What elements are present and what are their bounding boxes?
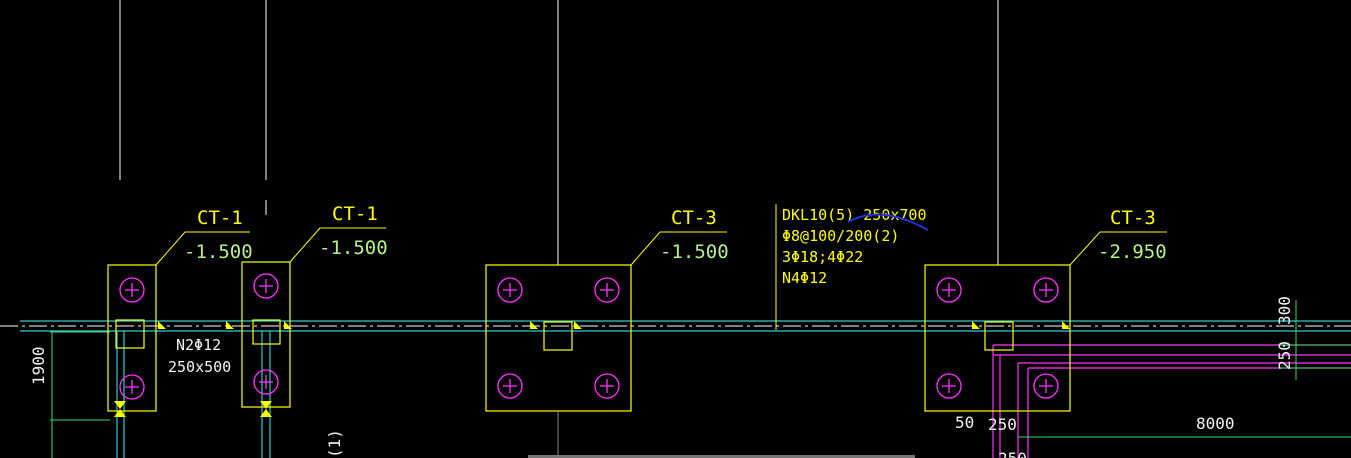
pile [594, 373, 620, 399]
pile [119, 374, 145, 400]
tie-beam-label: N2Φ12 250x500 [168, 336, 231, 376]
dim-right-250: 250 [1275, 341, 1294, 370]
column [252, 319, 281, 345]
cap-elevation: -1.500 [184, 241, 253, 263]
wall-lines [992, 344, 1351, 458]
pile [936, 277, 962, 303]
dim-bottom-250: 250 [988, 415, 1017, 434]
beam-label-line4: N4Φ12 [782, 269, 827, 287]
grid-lines [119, 0, 999, 458]
cap-name: CT-1 [332, 203, 378, 225]
column [984, 321, 1014, 351]
pile [497, 277, 523, 303]
cap-label-ct3a: CT-3 -1.500 [660, 207, 729, 263]
beam-label-line1: DKL10(5) 250x700 [782, 206, 927, 224]
pile [936, 373, 962, 399]
pile-cap-ct3a[interactable] [485, 264, 632, 412]
beam-label-line3: 3Φ18;4Φ22 [782, 248, 863, 266]
cap-elevation: -2.950 [1098, 241, 1167, 263]
dim-bottom-50: 50 [955, 413, 974, 432]
pile [119, 277, 145, 303]
dim-right-300: 300 [1275, 296, 1294, 325]
pile-cap-ct3b[interactable] [924, 264, 1071, 412]
cap-label-ct1a: CT-1 -1.500 [184, 207, 253, 263]
pile-caps [107, 261, 1071, 412]
dim-rotated-partial: (1) [325, 429, 344, 458]
dim-right-8000: 8000 [1196, 414, 1235, 433]
tie-beam-label-line2: 250x500 [168, 358, 231, 376]
beam-end-markers [114, 321, 1070, 417]
pile [497, 373, 523, 399]
cap-name: CT-3 [671, 207, 717, 229]
horizontal-scrollbar[interactable] [528, 455, 915, 458]
cap-name: CT-1 [197, 207, 243, 229]
piles [119, 273, 1059, 400]
pile-cap-ct1a[interactable] [107, 264, 157, 412]
dim-bottom-partial: 250 [998, 449, 1027, 458]
label-leaders [155, 204, 1167, 330]
cap-elevation: -1.500 [319, 237, 388, 259]
beam-label: DKL10(5) 250x700 Φ8@100/200(2) 3Φ18;4Φ22… [782, 206, 927, 287]
cap-label-ct1b: CT-1 -1.500 [319, 203, 388, 259]
column [115, 319, 145, 349]
cap-name: CT-3 [1110, 207, 1156, 229]
dimension-lines [50, 300, 1351, 458]
pile [253, 369, 279, 395]
pile [1033, 277, 1059, 303]
dimension-texts: 1900 50 250 8000 250 300 250 (1) [29, 296, 1294, 458]
pile [253, 273, 279, 299]
column [543, 321, 573, 351]
cap-elevation: -1.500 [660, 241, 729, 263]
dim-left-vertical: 1900 [29, 346, 48, 385]
pile [1033, 373, 1059, 399]
cap-label-ct3b: CT-3 -2.950 [1098, 207, 1167, 263]
tie-beam-label-line1: N2Φ12 [176, 336, 221, 354]
beam-label-line2: Φ8@100/200(2) [782, 227, 899, 245]
revision-mark [847, 213, 929, 231]
pile [594, 277, 620, 303]
